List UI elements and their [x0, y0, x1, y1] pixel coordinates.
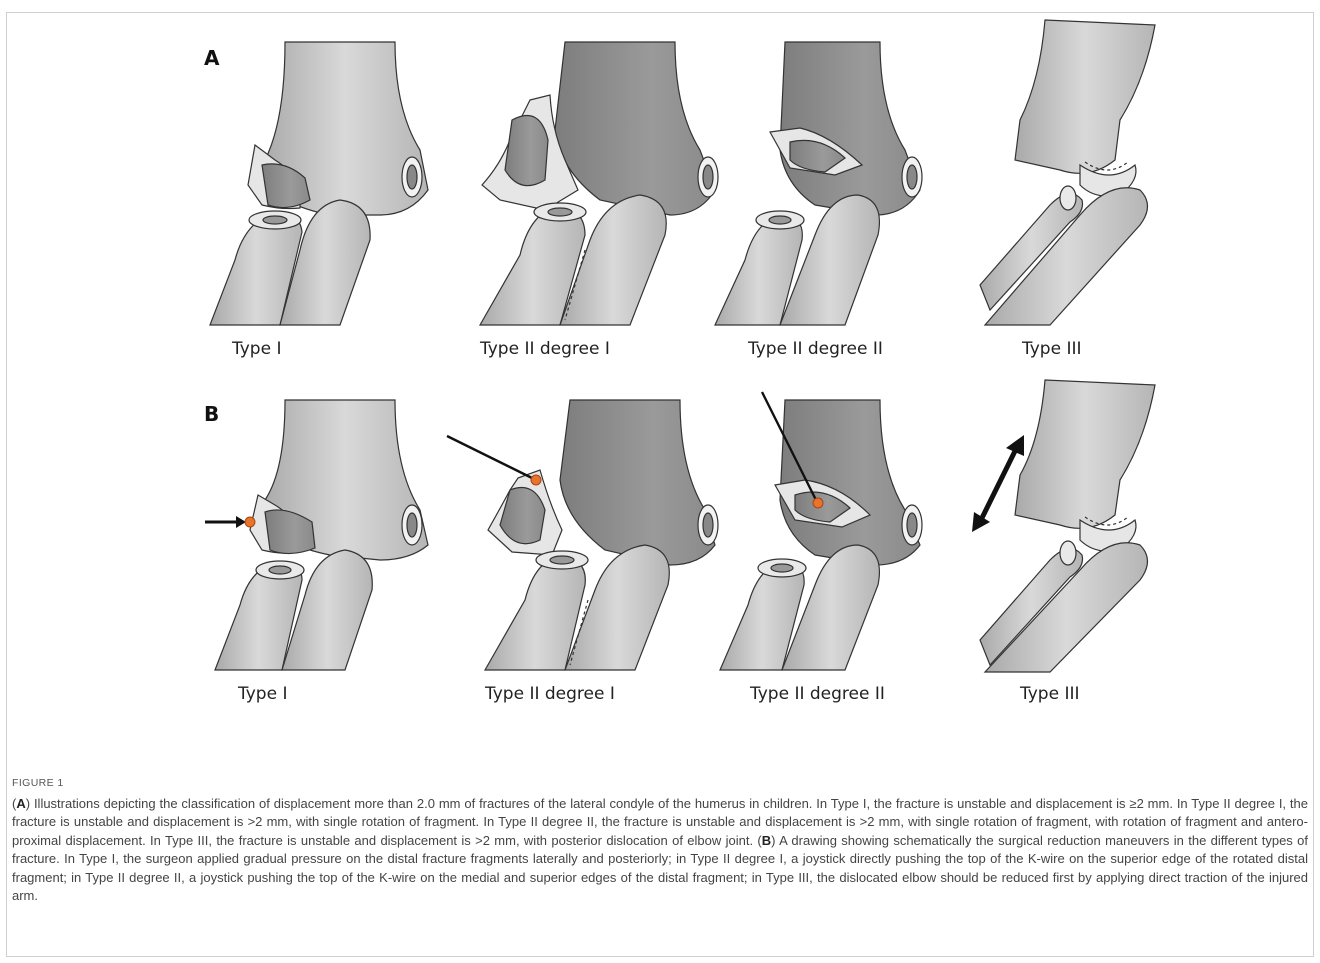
illustration-a-type-2-degree-2 [715, 42, 922, 325]
illustration-a-type-3 [980, 20, 1155, 325]
illustration-b-type-3 [972, 380, 1155, 672]
panel-label-a: A [204, 46, 219, 70]
panel-label-b: B [204, 402, 219, 426]
illustration-a-type-2-degree-1 [480, 42, 718, 325]
caption-letter-b: B [762, 833, 771, 848]
caption-letter-a: A [16, 796, 25, 811]
label-b-type-2-degree-2: Type II degree II [750, 684, 885, 704]
figure-label: FIGURE 1 [12, 777, 64, 789]
figure-caption: (A) Illustrations depicting the classifi… [12, 795, 1308, 905]
fracture-illustrations [0, 0, 1320, 770]
label-a-type-2-degree-1: Type II degree I [480, 339, 610, 359]
label-b-type-3: Type III [1020, 684, 1080, 704]
illustration-a-type-1 [210, 42, 428, 325]
label-a-type-3: Type III [1022, 339, 1082, 359]
label-a-type-2-degree-2: Type II degree II [748, 339, 883, 359]
illustration-b-type-2-degree-1 [447, 400, 718, 670]
illustration-b-type-2-degree-2 [720, 392, 922, 670]
label-a-type-1: Type I [232, 339, 281, 359]
illustration-b-type-1 [205, 400, 428, 670]
label-b-type-1: Type I [238, 684, 287, 704]
label-b-type-2-degree-1: Type II degree I [485, 684, 615, 704]
